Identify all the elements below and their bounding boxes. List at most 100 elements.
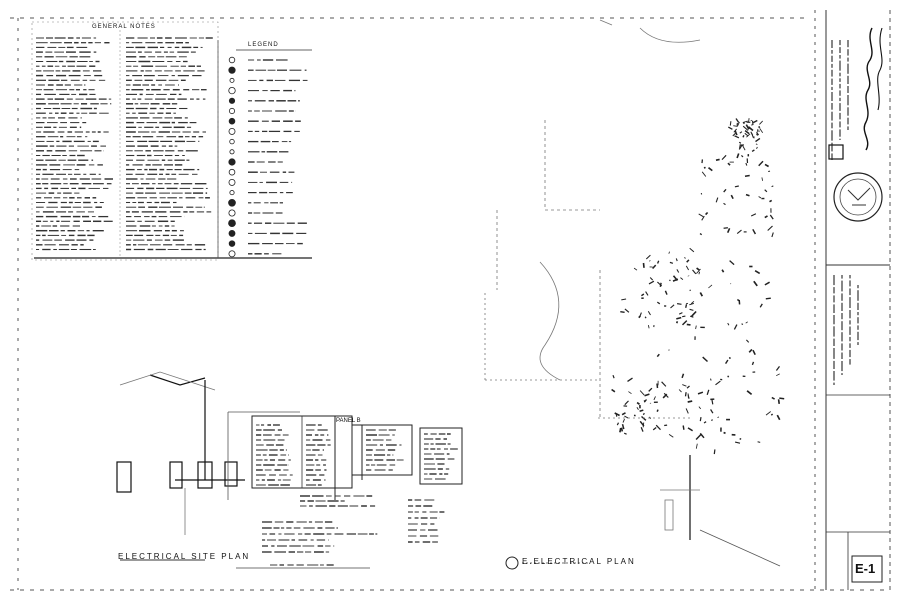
site-equipment-stroke xyxy=(670,304,675,309)
site-plan-label: ELECTRICAL SITE PLAN xyxy=(118,552,251,561)
site-equipment-stroke xyxy=(639,390,645,396)
legend-symbol xyxy=(228,168,236,176)
site-equipment-stroke xyxy=(612,374,615,379)
site-equipment-stroke xyxy=(765,297,771,300)
site-equipment-stroke xyxy=(621,412,626,416)
site-equipment-stroke xyxy=(644,393,650,397)
site-equipment-stroke xyxy=(751,361,755,366)
site-equipment-stroke xyxy=(775,366,781,371)
legend-symbol xyxy=(228,56,236,64)
site-equipment-stroke xyxy=(744,132,749,137)
site-equipment-stroke xyxy=(699,233,703,236)
site-equipment-stroke xyxy=(736,229,742,235)
site-equipment-stroke xyxy=(645,291,649,296)
site-equipment-stroke xyxy=(771,185,774,188)
site-equipment-stroke xyxy=(697,391,704,395)
site-equipment-stroke xyxy=(627,377,633,382)
site-equipment-stroke xyxy=(664,290,668,295)
site-equipment-stroke xyxy=(678,312,683,315)
site-equipment-stroke xyxy=(656,281,663,287)
site-equipment-stroke xyxy=(715,197,719,203)
legend-symbol xyxy=(228,107,236,115)
site-equipment-stroke xyxy=(750,213,757,217)
site-equipment-stroke xyxy=(685,304,688,308)
site-equipment-stroke xyxy=(611,388,616,393)
sheet-number: E-1 xyxy=(855,561,876,576)
site-equipment-stroke xyxy=(728,126,733,130)
sheet-number-box xyxy=(851,555,883,583)
site-equipment-stroke xyxy=(676,316,682,320)
site-equipment-stroke xyxy=(747,126,754,132)
site-equipment-stroke xyxy=(640,426,644,432)
site-equipment-stroke xyxy=(676,269,680,273)
site-equipment-stroke xyxy=(758,196,762,199)
legend-symbol xyxy=(228,198,236,207)
site-equipment-stroke xyxy=(739,131,743,134)
legend-block xyxy=(217,40,312,258)
site-equipment-stroke xyxy=(755,137,761,143)
site-equipment-stroke xyxy=(698,213,704,218)
site-equipment-stroke xyxy=(686,259,690,263)
site-equipment-stroke xyxy=(647,325,650,329)
site-equipment-stroke xyxy=(663,392,669,398)
site-equipment-stroke xyxy=(769,199,773,203)
site-equipment-stroke xyxy=(681,320,688,326)
site-equipment-stroke xyxy=(710,409,714,414)
site-equipment-stroke xyxy=(689,308,694,311)
engineer-seal xyxy=(833,172,883,222)
site-equipment-stroke xyxy=(616,422,620,426)
site-equipment-stroke xyxy=(636,401,640,405)
general-notes-block xyxy=(31,21,312,261)
site-equipment-stroke xyxy=(740,154,744,158)
site-equipment-stroke xyxy=(675,258,678,262)
site-equipment-stroke xyxy=(746,133,751,138)
legend-symbol xyxy=(228,117,236,125)
site-equipment-stroke xyxy=(695,325,697,330)
site-equipment-stroke xyxy=(639,312,642,317)
site-equipment-stroke xyxy=(736,153,740,159)
site-equipment-stroke xyxy=(682,425,685,430)
site-equipment-stroke xyxy=(669,261,674,264)
site-equipment-stroke xyxy=(620,427,624,432)
site-equipment-stroke xyxy=(656,409,659,412)
site-equipment-stroke xyxy=(624,400,629,406)
legend-symbol xyxy=(228,250,236,258)
site-equipment-stroke xyxy=(752,228,757,235)
site-equipment-stroke xyxy=(756,128,759,134)
site-equipment-stroke xyxy=(639,409,644,412)
site-equipment-stroke xyxy=(699,292,704,297)
site-equipment-stroke xyxy=(692,269,697,275)
site-equipment-stroke xyxy=(699,432,705,439)
site-equipment-stroke xyxy=(771,232,774,238)
legend-symbol xyxy=(228,86,236,95)
site-equipment-stroke xyxy=(642,262,645,268)
site-equipment-stroke xyxy=(638,315,641,319)
site-equipment-stroke xyxy=(725,359,729,364)
legend-symbol xyxy=(229,77,235,83)
site-equipment-stroke xyxy=(691,310,697,317)
site-equipment-stroke xyxy=(751,120,754,126)
site-equipment-stroke xyxy=(648,280,655,285)
site-equipment-stroke xyxy=(622,418,625,423)
site-equipment-stroke xyxy=(754,269,761,275)
site-equipment-stroke xyxy=(653,396,656,401)
site-equipment-stroke xyxy=(647,310,651,316)
site-equipment-stroke xyxy=(739,143,741,149)
site-equipment-stroke xyxy=(684,392,687,397)
site-equipment-stroke xyxy=(624,415,629,419)
legend-symbol xyxy=(228,97,236,104)
site-equipment-stroke xyxy=(751,149,755,152)
site-equipment-stroke xyxy=(685,265,690,271)
legend-symbol xyxy=(228,219,236,228)
site-equipment-stroke xyxy=(733,125,738,127)
site-equipment-stroke xyxy=(615,414,618,417)
site-equipment-stroke xyxy=(759,303,763,308)
site-equipment-stroke xyxy=(750,131,754,136)
site-equipment-stroke xyxy=(736,298,740,302)
site-equipment-stroke xyxy=(767,225,773,231)
site-equipment-stroke xyxy=(764,189,768,193)
panel-b-title: PANEL B xyxy=(336,418,361,424)
site-equipment-stroke xyxy=(695,443,698,449)
site-equipment-stroke xyxy=(682,315,686,318)
site-equipment-stroke xyxy=(757,441,761,443)
